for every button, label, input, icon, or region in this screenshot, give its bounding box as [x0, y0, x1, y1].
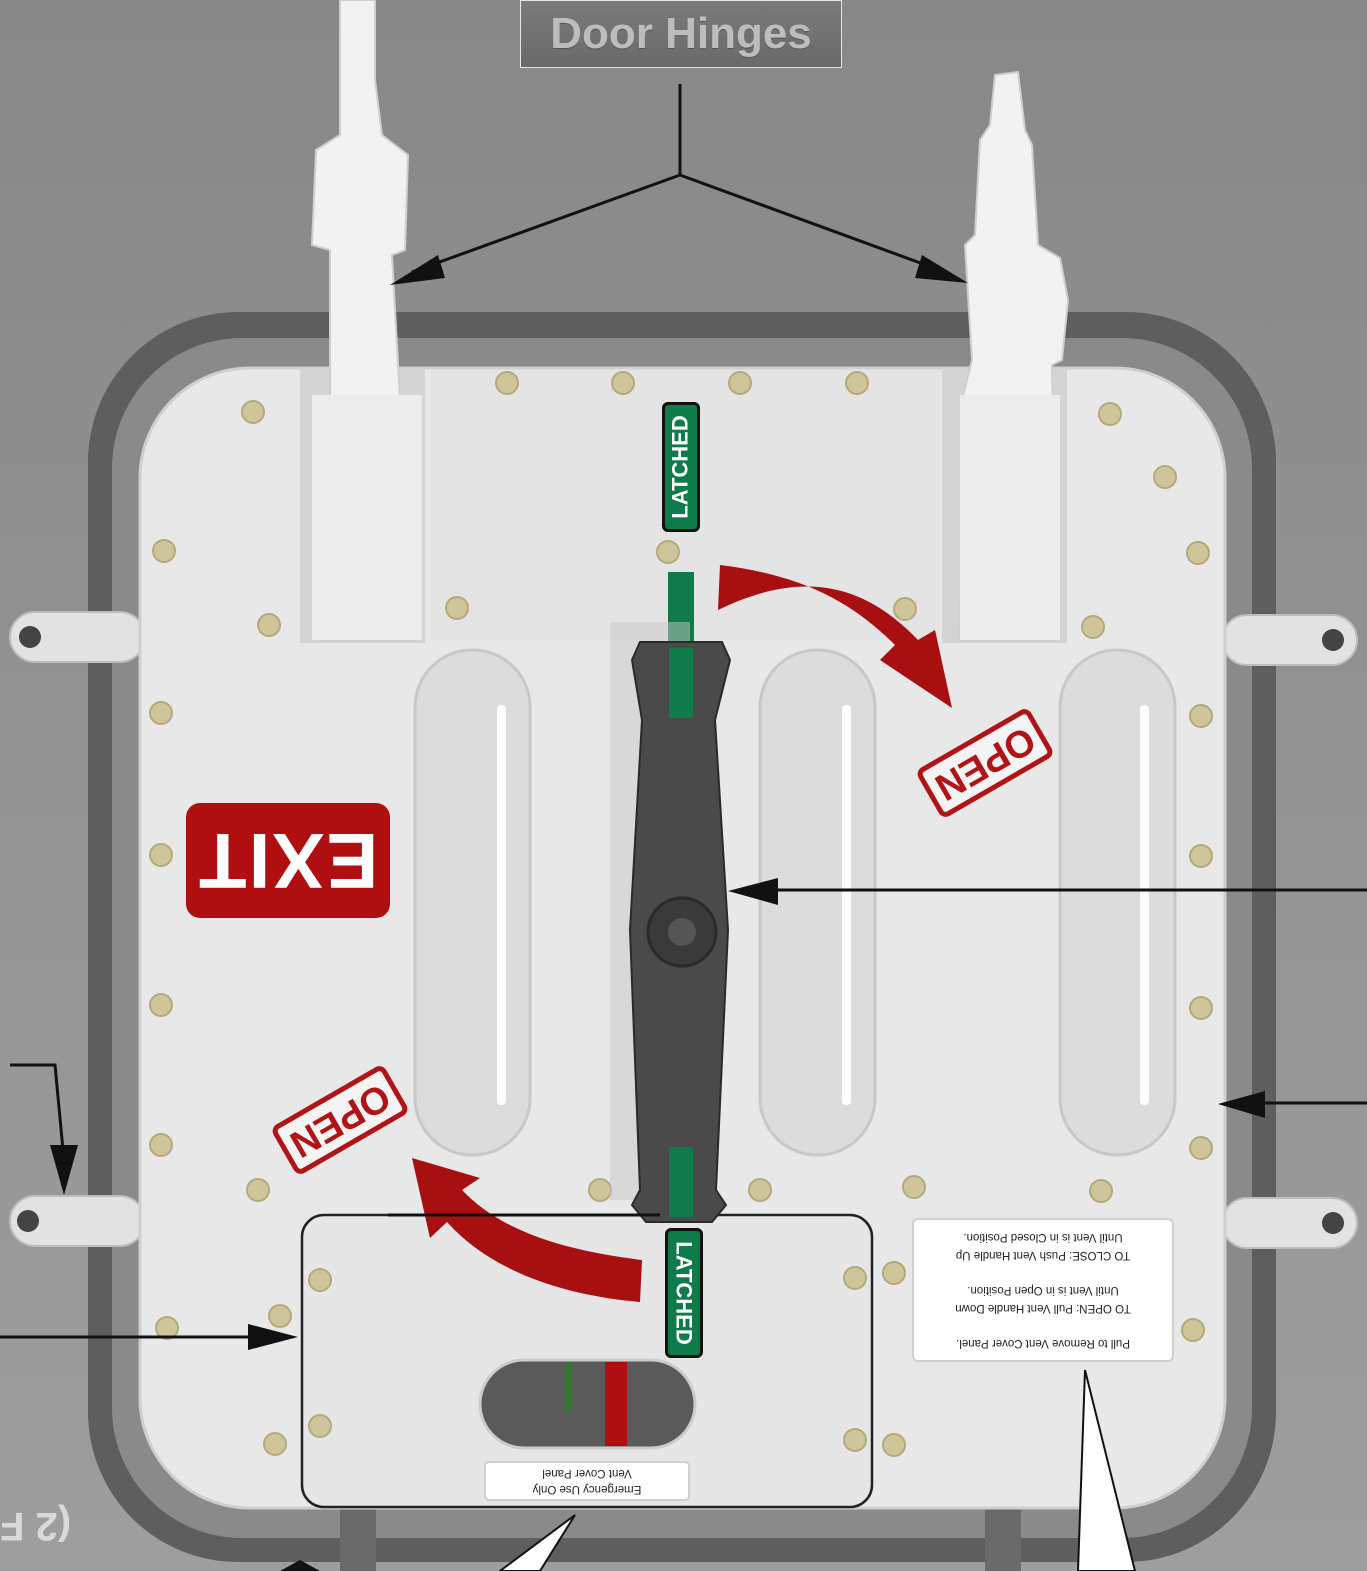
instruction-line-4: TO CLOSE: Push Vent Handle Up: [955, 1249, 1131, 1261]
callout-arrowheads: [50, 255, 1265, 1350]
pointer-wedge-bottom: [498, 1514, 576, 1571]
hinge-left: [310, 0, 422, 641]
open-arrow-bottom: [412, 1158, 642, 1302]
vent-window: [478, 1358, 697, 1450]
open-arrow-top: [718, 565, 952, 708]
callout-lines: [0, 84, 1367, 1339]
exit-label: EXIT: [197, 817, 379, 905]
instruction-line-3: Until Vent is in Open Position.: [967, 1284, 1119, 1296]
exit-sign: EXIT: [186, 803, 390, 918]
latched-indicator-bottom: LATCHED: [665, 1228, 703, 1358]
panel-recesses: [413, 648, 1177, 1157]
instruction-placard: Pull to Remove Vent Cover Panel. TO OPEN…: [912, 1218, 1174, 1362]
diagram-title: Door Hinges: [550, 9, 812, 58]
title-door-hinges: Door Hinges: [520, 0, 842, 68]
latched-label-top: LATCHED: [668, 415, 693, 519]
vent-cover-label: Emergency Use Only Vent Cover Panel: [484, 1461, 690, 1501]
pointer-wedge-right: [1076, 1369, 1137, 1571]
latched-indicator-top: LATCHED: [662, 402, 700, 532]
rivets: [149, 371, 1213, 1457]
instruction-line-2: TO OPEN: Pull Vent Handle Down: [955, 1302, 1131, 1314]
instruction-line-5: Until Vent is in Closed Position.: [963, 1231, 1123, 1243]
vent-handle[interactable]: [610, 622, 732, 1223]
instruction-line-1: Pull to Remove Vent Cover Panel.: [956, 1337, 1130, 1349]
latched-label-bottom: LATCHED: [672, 1241, 697, 1345]
vent-cover-label-line-2: Vent Cover Panel: [542, 1467, 632, 1479]
edge-text-fragment: (2 F: [0, 1503, 72, 1548]
mounting-tabs: [9, 611, 1358, 1249]
vent-cover-label-line-1: Emergency Use Only: [532, 1483, 642, 1495]
hinge-right: [958, 70, 1070, 641]
